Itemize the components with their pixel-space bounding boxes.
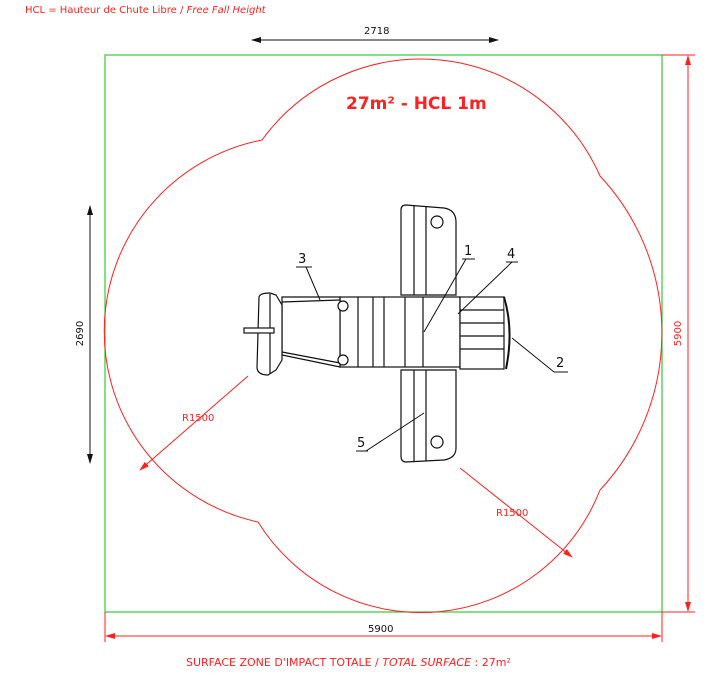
callout-2: 2 [556,356,565,371]
callout-5: 5 [357,436,366,451]
impact-zone-outline [103,58,663,614]
page-title: 27m² - HCL 1m [346,94,487,114]
radius-left-line [139,375,249,471]
footer-italic: TOTAL SURFACE [382,656,472,669]
radius-right-label: R1500 [496,508,529,519]
footer-suffix: : 27m² [474,656,511,669]
radius-left-label: R1500 [182,413,215,424]
callout-3: 3 [298,252,307,267]
callout-leaders [296,258,568,452]
legend-prefix: HCL = Hauteur de Chute Libre / [25,5,184,16]
callout-4: 4 [507,247,516,262]
radius-right-line [459,467,573,558]
legend-text: HCL = Hauteur de Chute Libre / Free Fall… [25,5,266,16]
dim-right-label: 5900 [673,320,685,347]
footer-prefix: SURFACE ZONE D'IMPACT TOTALE / [186,656,379,669]
play-equipment [243,204,511,463]
legend-italic: Free Fall Height [186,5,266,16]
footer-text: SURFACE ZONE D'IMPACT TOTALE / TOTAL SUR… [186,656,511,669]
dim-left-label: 2690 [75,320,87,347]
dim-bottom-label: 5900 [368,624,394,635]
dim-top-label: 2718 [364,26,390,37]
callout-1: 1 [464,244,473,259]
